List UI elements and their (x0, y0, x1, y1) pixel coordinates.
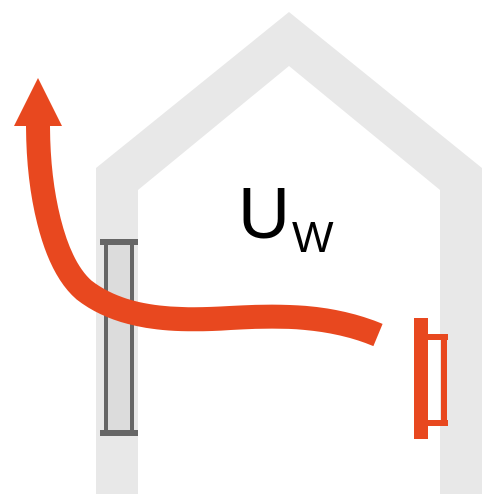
uw-symbol: U (238, 174, 290, 254)
arrow-head (14, 78, 62, 126)
window-icon (100, 239, 138, 436)
radiator-icon (414, 318, 448, 439)
uw-label: UW (238, 178, 334, 250)
uw-subscript: W (292, 213, 334, 262)
